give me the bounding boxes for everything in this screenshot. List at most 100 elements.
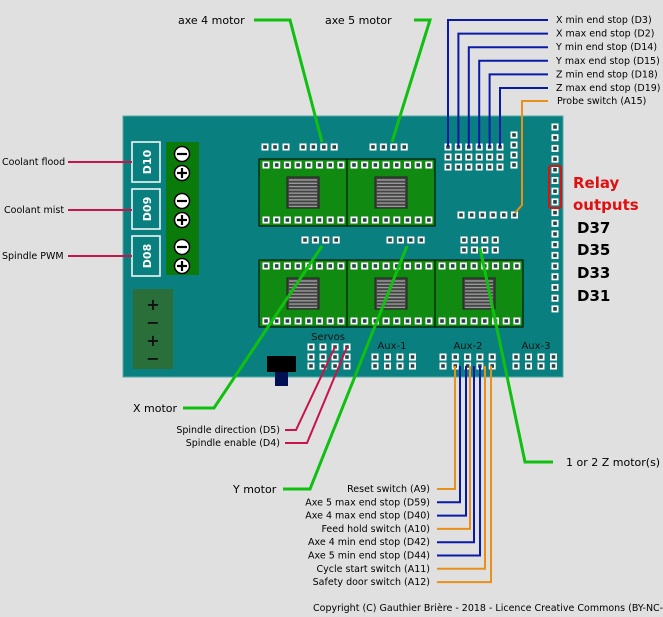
pin	[510, 161, 518, 169]
relay-label-1: Relay	[573, 174, 620, 192]
pin	[407, 236, 415, 244]
power-minus: −	[146, 349, 159, 368]
aux2-signal-label: Cycle start switch (A11)	[317, 564, 430, 575]
svg-text:D10: D10	[141, 149, 154, 174]
pin	[404, 317, 411, 325]
pin	[283, 317, 291, 325]
power-minus: −	[146, 313, 159, 332]
pin	[319, 353, 327, 361]
axe5-motor-label: axe 5 motor	[325, 14, 392, 27]
pin	[319, 343, 327, 351]
pin	[283, 161, 291, 169]
pin	[386, 236, 394, 244]
stepper-driver-module	[258, 259, 348, 328]
pin	[379, 143, 387, 151]
endstop-label: X min end stop (D3)	[556, 15, 652, 26]
pin	[454, 153, 462, 161]
pin	[393, 216, 401, 224]
pin	[371, 216, 379, 224]
pin	[414, 216, 422, 224]
pin	[464, 362, 472, 370]
pin	[502, 317, 510, 325]
pin	[537, 353, 545, 361]
aux2-signal-line	[437, 366, 481, 557]
pin	[361, 216, 369, 224]
pin	[294, 262, 302, 270]
pin	[551, 123, 559, 131]
pin	[326, 216, 334, 224]
spindle-direction-line	[285, 346, 336, 431]
pin	[460, 246, 468, 254]
y-motor-line	[283, 245, 409, 491]
pin	[361, 317, 369, 325]
axe4-motor-line	[254, 18, 324, 143]
pin	[294, 161, 302, 169]
aux3-label: Aux-3	[521, 341, 550, 352]
pin	[316, 262, 323, 270]
stepper-driver-module	[346, 259, 436, 328]
pin	[382, 216, 390, 224]
probe-line	[514, 100, 548, 214]
pin	[273, 216, 281, 224]
pin	[492, 262, 499, 270]
stepper-driver-module	[258, 158, 348, 227]
pin	[491, 246, 499, 254]
pin	[414, 161, 422, 169]
pin	[459, 317, 467, 325]
pin	[457, 211, 465, 219]
probe-label: Probe switch (A15)	[557, 96, 646, 107]
pin	[551, 284, 559, 291]
coolant-mist-label: Coolant mist	[4, 205, 64, 216]
pin	[425, 161, 433, 169]
pin	[513, 262, 521, 270]
pin	[551, 134, 559, 142]
pin	[491, 236, 499, 244]
pin	[465, 153, 473, 161]
pin	[496, 163, 504, 171]
pin	[510, 151, 518, 159]
endstop-label: X max end stop (D2)	[556, 29, 654, 40]
pin	[273, 262, 281, 270]
reset-button-cap	[275, 372, 288, 386]
y-motor-label: Y motor	[232, 483, 277, 496]
pin	[319, 362, 327, 370]
pin	[551, 198, 559, 206]
plus-terminal-icon	[173, 211, 191, 229]
pin	[476, 353, 484, 361]
pin	[414, 317, 422, 325]
aux2-signal-line	[437, 366, 492, 584]
pin	[404, 216, 411, 224]
pin	[486, 153, 494, 161]
pin	[470, 236, 478, 244]
aux2-signal-label: Axe 5 min end stop (D44)	[308, 551, 430, 562]
pin	[439, 353, 447, 361]
pin	[350, 216, 358, 224]
aux2-signal-line	[437, 366, 471, 530]
pin	[262, 317, 270, 325]
pin	[311, 236, 319, 244]
pin	[465, 163, 473, 171]
pin	[400, 143, 408, 151]
pin	[425, 262, 433, 270]
x-motor-line	[183, 245, 324, 410]
pin	[369, 143, 377, 151]
endstop-line	[478, 59, 548, 147]
pin	[309, 143, 317, 151]
pin	[320, 143, 328, 151]
stepper-driver-module	[434, 259, 524, 328]
axe4-motor-label: axe 4 motor	[178, 14, 245, 27]
pin	[350, 317, 358, 325]
pin	[438, 317, 446, 325]
endstop-label: Y max end stop (D15)	[555, 56, 660, 67]
pin	[273, 317, 281, 325]
pin	[350, 262, 358, 270]
pin	[481, 246, 489, 254]
spindle-direction-label: Spindle direction (D5)	[176, 425, 280, 436]
aux2-signal-label: Safety door switch (A12)	[313, 577, 430, 588]
pin	[551, 219, 559, 227]
pin	[481, 236, 489, 244]
pin	[294, 317, 302, 325]
aux2-signal-line	[437, 366, 461, 504]
pin	[371, 161, 379, 169]
